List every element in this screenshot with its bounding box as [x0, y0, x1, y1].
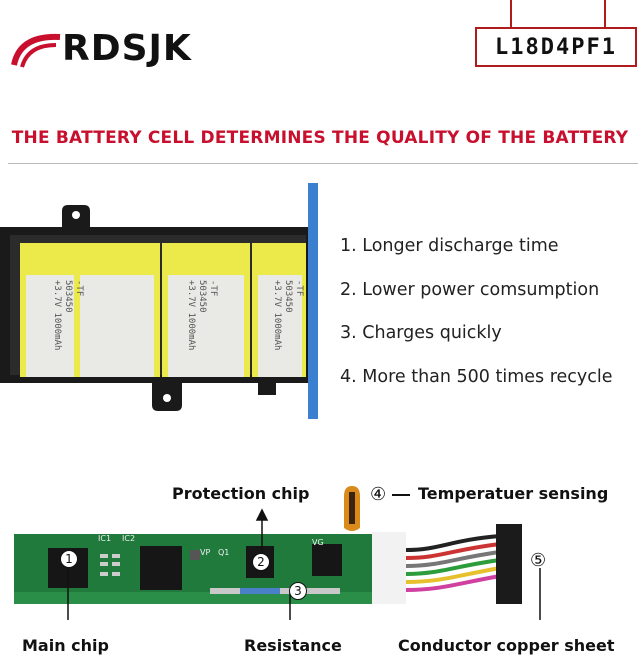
model-number: L18D4PF1	[475, 27, 637, 67]
silkscreen-q1: Q1	[218, 548, 230, 557]
model-box-tick-right	[604, 0, 606, 28]
feature-item: 3. Charges quickly	[340, 323, 502, 343]
callout-conductor: Conductor copper sheet	[398, 636, 615, 655]
callout-protection-chip: Protection chip	[172, 484, 310, 503]
feature-item: 2. Lower power comsumption	[340, 280, 600, 300]
callout-conductor-marker: ⑤	[530, 550, 547, 571]
brand-logo: RDSJK	[62, 28, 192, 69]
arrow-temp	[392, 494, 410, 496]
battery-pack-illustration	[0, 183, 318, 419]
brand-logo-mark	[11, 33, 61, 68]
callout-main-chip: Main chip	[22, 636, 109, 655]
feature-item: 1. Longer discharge time	[340, 236, 559, 256]
marker-protection-chip: 2	[252, 553, 270, 571]
model-box-tick-left	[510, 0, 512, 28]
callout-resistance: Resistance	[244, 636, 342, 655]
silkscreen-ic1: IC1	[98, 534, 112, 543]
feature-item: 4. More than 500 times recycle	[340, 367, 613, 387]
protection-board-illustration	[14, 486, 541, 620]
headline: THE BATTERY CELL DETERMINES THE QUALITY …	[11, 128, 629, 148]
marker-resistance: 3	[289, 582, 307, 600]
silkscreen-ic2: IC2	[122, 534, 136, 543]
silkscreen-vp: VP	[200, 548, 211, 557]
callout-temp-sensing: Temperatuer sensing	[418, 484, 609, 503]
callout-temp-marker: ④	[370, 484, 387, 505]
silkscreen-vg: VG	[312, 538, 324, 547]
divider	[8, 163, 638, 164]
marker-main-chip: 1	[60, 550, 78, 568]
